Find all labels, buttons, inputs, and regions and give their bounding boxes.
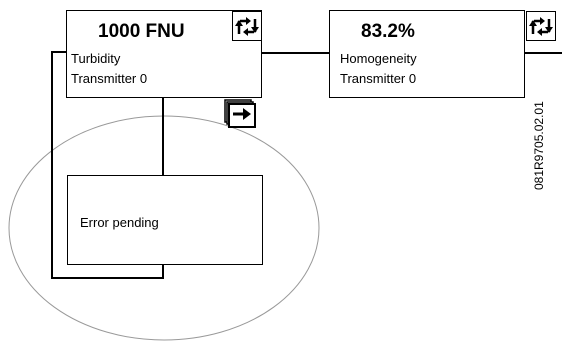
forward-arrow-icon[interactable]: [222, 99, 256, 129]
homogeneity-label: Homogeneity: [340, 51, 417, 66]
transmitter-box-homogeneity[interactable]: 83.2% Homogeneity Transmitter 0: [329, 10, 525, 98]
transmitter-label: Transmitter 0: [340, 71, 417, 86]
turbidity-label: Turbidity: [71, 51, 121, 66]
switch-arrows-icon[interactable]: [526, 11, 556, 41]
reference-code: 081R9705.02.01: [532, 101, 546, 190]
homogeneity-value: 83.2%: [361, 21, 415, 42]
error-pending-text: Error pending: [80, 215, 159, 230]
transmitter-box-turbidity[interactable]: 1000 FNU Turbidity Transmitter 0: [66, 10, 262, 98]
switch-arrows-icon[interactable]: [232, 11, 262, 41]
turbidity-value: 1000 FNU: [98, 21, 185, 42]
transmitter-label: Transmitter 0: [71, 71, 148, 86]
error-box[interactable]: Error pending: [67, 175, 263, 265]
connector-loop: [51, 51, 164, 279]
